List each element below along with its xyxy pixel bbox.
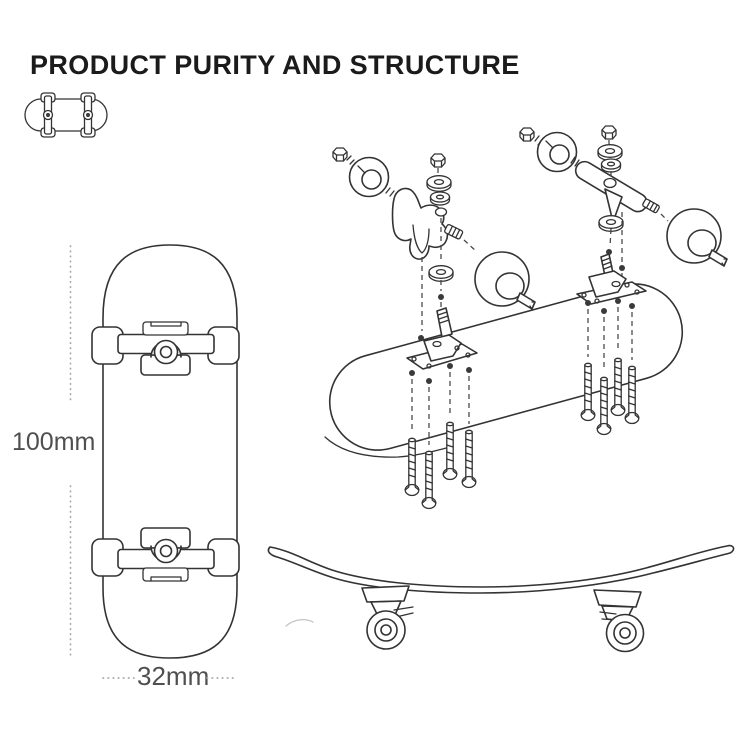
deck-outline (102, 244, 238, 659)
height-dimension-label: 100mm (12, 428, 96, 456)
wheel-icon (348, 156, 390, 198)
kingpin-nut-icon (601, 125, 617, 140)
screw-icon (461, 429, 477, 489)
truck-assembly-rear (519, 125, 728, 283)
truck-assembly-front (332, 147, 536, 341)
width-dimension-label: 32mm (137, 661, 210, 691)
wheel-icon (474, 251, 536, 310)
washer-icon (597, 144, 623, 161)
screw-icon (421, 450, 437, 510)
deck-perspective (324, 283, 684, 458)
washer-icon (600, 158, 622, 173)
baseplate-rear (576, 253, 647, 305)
fingerboard-side-view (267, 544, 735, 653)
fingerboard-top-view-icon (24, 92, 108, 138)
logo-truck-rear (80, 92, 96, 138)
logo-truck-front (40, 92, 56, 138)
fingerboard-bottom-view (91, 244, 240, 659)
page-title: PRODUCT PURITY AND STRUCTURE (30, 50, 520, 80)
deck-side-outline (267, 544, 735, 594)
axle-nut-icon (332, 147, 348, 162)
washer-icon (598, 215, 624, 232)
side-truck-front (361, 585, 414, 650)
washer-icon (428, 265, 454, 282)
screw-icon (404, 437, 420, 497)
mounting-screws-rear (580, 298, 640, 436)
dimension-lines (69, 245, 237, 679)
side-truck-rear (593, 589, 645, 653)
axle-nut-icon (519, 127, 535, 142)
baseplate-front (406, 307, 478, 370)
wheel-icon (666, 208, 728, 267)
mounting-screws-front (404, 363, 477, 510)
truck-hanger (391, 187, 449, 260)
kingpin-nut-icon (430, 153, 446, 168)
fingerboard-exploded-assembly (324, 125, 728, 510)
washer-icon (426, 175, 452, 192)
wheel-icon (536, 131, 578, 173)
washer-icon (429, 191, 451, 206)
